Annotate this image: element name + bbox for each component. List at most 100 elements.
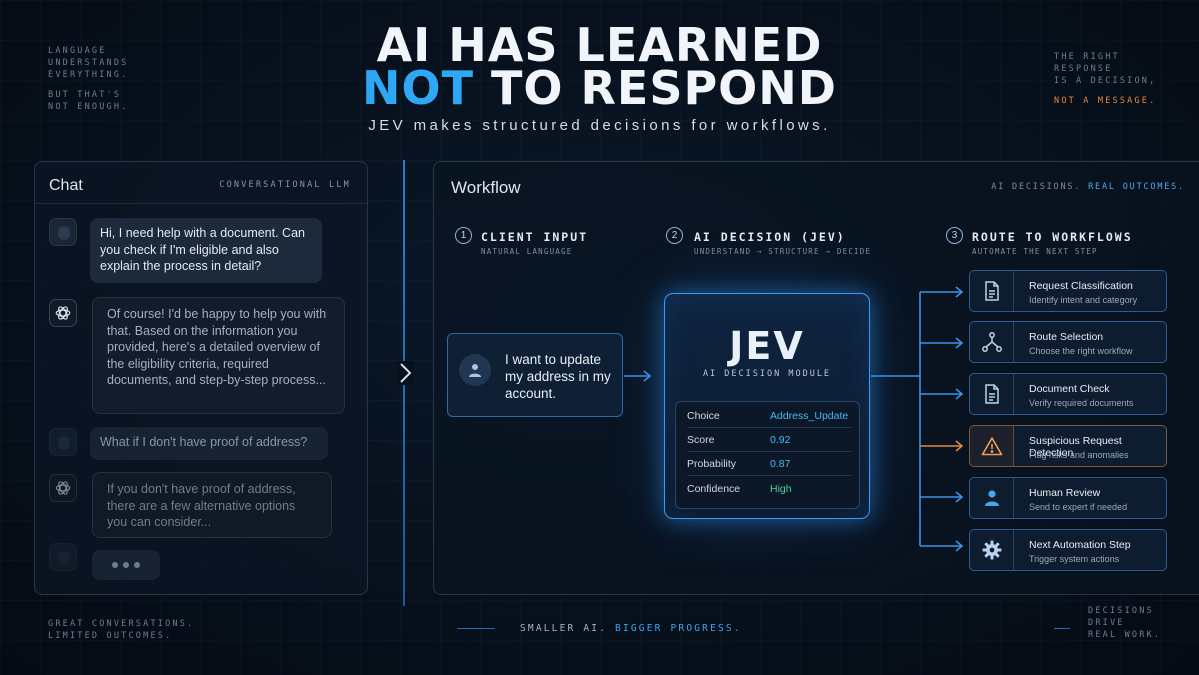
note-line: REAL WORK.	[1088, 630, 1162, 640]
headline-rest: TO RESPOND	[473, 61, 837, 115]
step-title: ROUTE TO WORKFLOWS	[972, 230, 1133, 244]
route-card-suspicious-request-detection[interactable]: Suspicious Request Detection Flag risks …	[969, 425, 1167, 467]
route-desc: Trigger system actions	[1029, 554, 1120, 564]
jev-row-key: Confidence	[687, 483, 741, 495]
jev-row-key: Score	[687, 434, 715, 446]
footer-part1: SMALLER AI.	[520, 623, 616, 634]
jev-row: Score 0.92	[687, 428, 851, 452]
note-line: DRIVE	[1088, 618, 1125, 628]
jev-name: JEV	[729, 324, 805, 368]
chevron-right-icon	[397, 361, 413, 385]
corner-note-bottom-right: DECISIONS DRIVE REAL WORK.	[1088, 605, 1161, 641]
ai-avatar	[49, 299, 77, 327]
headline-line-2: NOT TO RESPOND	[0, 61, 1199, 115]
note-line: THE RIGHT	[1054, 52, 1120, 62]
user-avatar	[49, 543, 77, 571]
note-line: EVERYTHING.	[48, 70, 129, 80]
chat-message-user: Hi, I need help with a document. Can you…	[90, 218, 322, 283]
route-desc: Verify required documents	[1029, 398, 1134, 408]
user-icon	[459, 354, 491, 386]
step-subtitle: NATURAL LANGUAGE	[481, 247, 573, 256]
note-line: GREAT CONVERSATIONS.	[48, 619, 195, 629]
workflow-tag-part1: AI DECISIONS.	[991, 182, 1089, 192]
route-name: Request Classification	[1029, 280, 1133, 292]
document-icon	[970, 271, 1014, 311]
client-input-card: I want to update my address in my accoun…	[447, 333, 623, 417]
note-line-highlight: NOT A MESSAGE.	[1054, 96, 1157, 106]
step-title: CLIENT INPUT	[481, 230, 589, 244]
jev-decision-module: JEV AI DECISION MODULE Choice Address_Up…	[664, 293, 870, 519]
route-card-request-classification[interactable]: Request Classification Identify intent a…	[969, 270, 1167, 312]
divider	[35, 203, 367, 204]
route-name: Next Automation Step	[1029, 539, 1131, 551]
route-desc: Flag risks and anomalies	[1029, 450, 1129, 460]
openai-icon	[55, 481, 71, 495]
chat-message-user: What if I don't have proof of address?	[90, 427, 328, 460]
headline-accent: NOT	[362, 61, 474, 115]
footer-dash	[457, 628, 495, 629]
jev-output-table: Choice Address_Update Score 0.92 Probabi…	[675, 401, 860, 509]
route-name: Document Check	[1029, 383, 1110, 395]
jev-row: Probability 0.87	[687, 452, 851, 476]
corner-note-top-right: THE RIGHT RESPONSE IS A DECISION, NOT A …	[1054, 51, 1156, 107]
note-line: DECISIONS	[1088, 606, 1154, 616]
user-avatar	[49, 428, 77, 456]
note-line: RESPONSE	[1054, 64, 1113, 74]
chat-tag: CONVERSATIONAL LLM	[219, 180, 351, 190]
jev-row-value: 0.87	[770, 458, 791, 470]
typing-indicator	[92, 550, 160, 580]
route-desc: Identify intent and category	[1029, 295, 1138, 305]
document-icon	[970, 374, 1014, 414]
branch-icon	[970, 322, 1014, 362]
route-desc: Send to expert if needed	[1029, 502, 1128, 512]
jev-row-value: Address_Update	[770, 410, 849, 422]
jev-row-key: Choice	[687, 410, 720, 422]
client-input-text: I want to update my address in my accoun…	[505, 352, 611, 401]
note-line: IS A DECISION,	[1054, 76, 1157, 86]
step-number: 2	[666, 227, 683, 244]
footer-part2: BIGGER PROGRESS.	[615, 623, 742, 634]
route-desc: Choose the right workflow	[1029, 346, 1133, 356]
step-number: 3	[946, 227, 963, 244]
jev-subtitle: AI DECISION MODULE	[702, 369, 832, 379]
gear-icon	[970, 530, 1014, 570]
route-card-route-selection[interactable]: Route Selection Choose the right workflo…	[969, 321, 1167, 363]
step-subtitle: AUTOMATE THE NEXT STEP	[972, 247, 1098, 256]
openai-icon	[55, 306, 71, 320]
user-avatar	[49, 218, 77, 246]
jev-row-value: High	[770, 483, 792, 495]
corner-note-bottom-left: GREAT CONVERSATIONS. LIMITED OUTCOMES.	[48, 618, 194, 642]
warning-icon	[970, 426, 1014, 466]
note-line: LIMITED OUTCOMES.	[48, 631, 173, 641]
route-name: Suspicious Request Detection	[1029, 435, 1122, 459]
workflow-tag-part2: REAL OUTCOMES.	[1088, 182, 1185, 192]
chat-message-ai: If you don't have proof of address, ther…	[92, 472, 332, 538]
route-name: Route Selection	[1029, 331, 1104, 343]
jev-row-key: Probability	[687, 458, 737, 470]
step-number: 1	[455, 227, 472, 244]
footer-dash	[1054, 628, 1070, 629]
chat-title: Chat	[49, 177, 83, 194]
jev-row: Confidence High	[687, 477, 851, 501]
jev-row-value: 0.92	[770, 434, 791, 446]
step-title: AI DECISION (JEV)	[694, 230, 846, 244]
note-line: NOT ENOUGH.	[48, 102, 129, 112]
note-line: UNDERSTANDS	[48, 58, 129, 68]
note-line: BUT THAT'S	[48, 90, 122, 100]
person-icon	[970, 478, 1014, 518]
route-card-document-check[interactable]: Document Check Verify required documents	[969, 373, 1167, 415]
route-name: Human Review	[1029, 487, 1101, 499]
ai-avatar	[49, 474, 77, 502]
workflow-tag: AI DECISIONS. REAL OUTCOMES.	[991, 182, 1185, 192]
workflow-title: Workflow	[451, 178, 521, 197]
headline-subtitle: JEV makes structured decisions for workf…	[368, 117, 831, 134]
corner-note-top-left: LANGUAGE UNDERSTANDS EVERYTHING. BUT THA…	[48, 45, 129, 113]
route-card-next-automation-step[interactable]: Next Automation Step Trigger system acti…	[969, 529, 1167, 571]
note-line: LANGUAGE	[48, 46, 107, 56]
chat-message-ai: Of course! I'd be happy to help you with…	[92, 297, 345, 414]
headline-line-1: AI HAS LEARNED	[376, 18, 823, 72]
route-card-human-review[interactable]: Human Review Send to expert if needed	[969, 477, 1167, 519]
jev-row: Choice Address_Update	[687, 404, 851, 428]
step-subtitle: UNDERSTAND → STRUCTURE → DECIDE	[694, 247, 872, 256]
